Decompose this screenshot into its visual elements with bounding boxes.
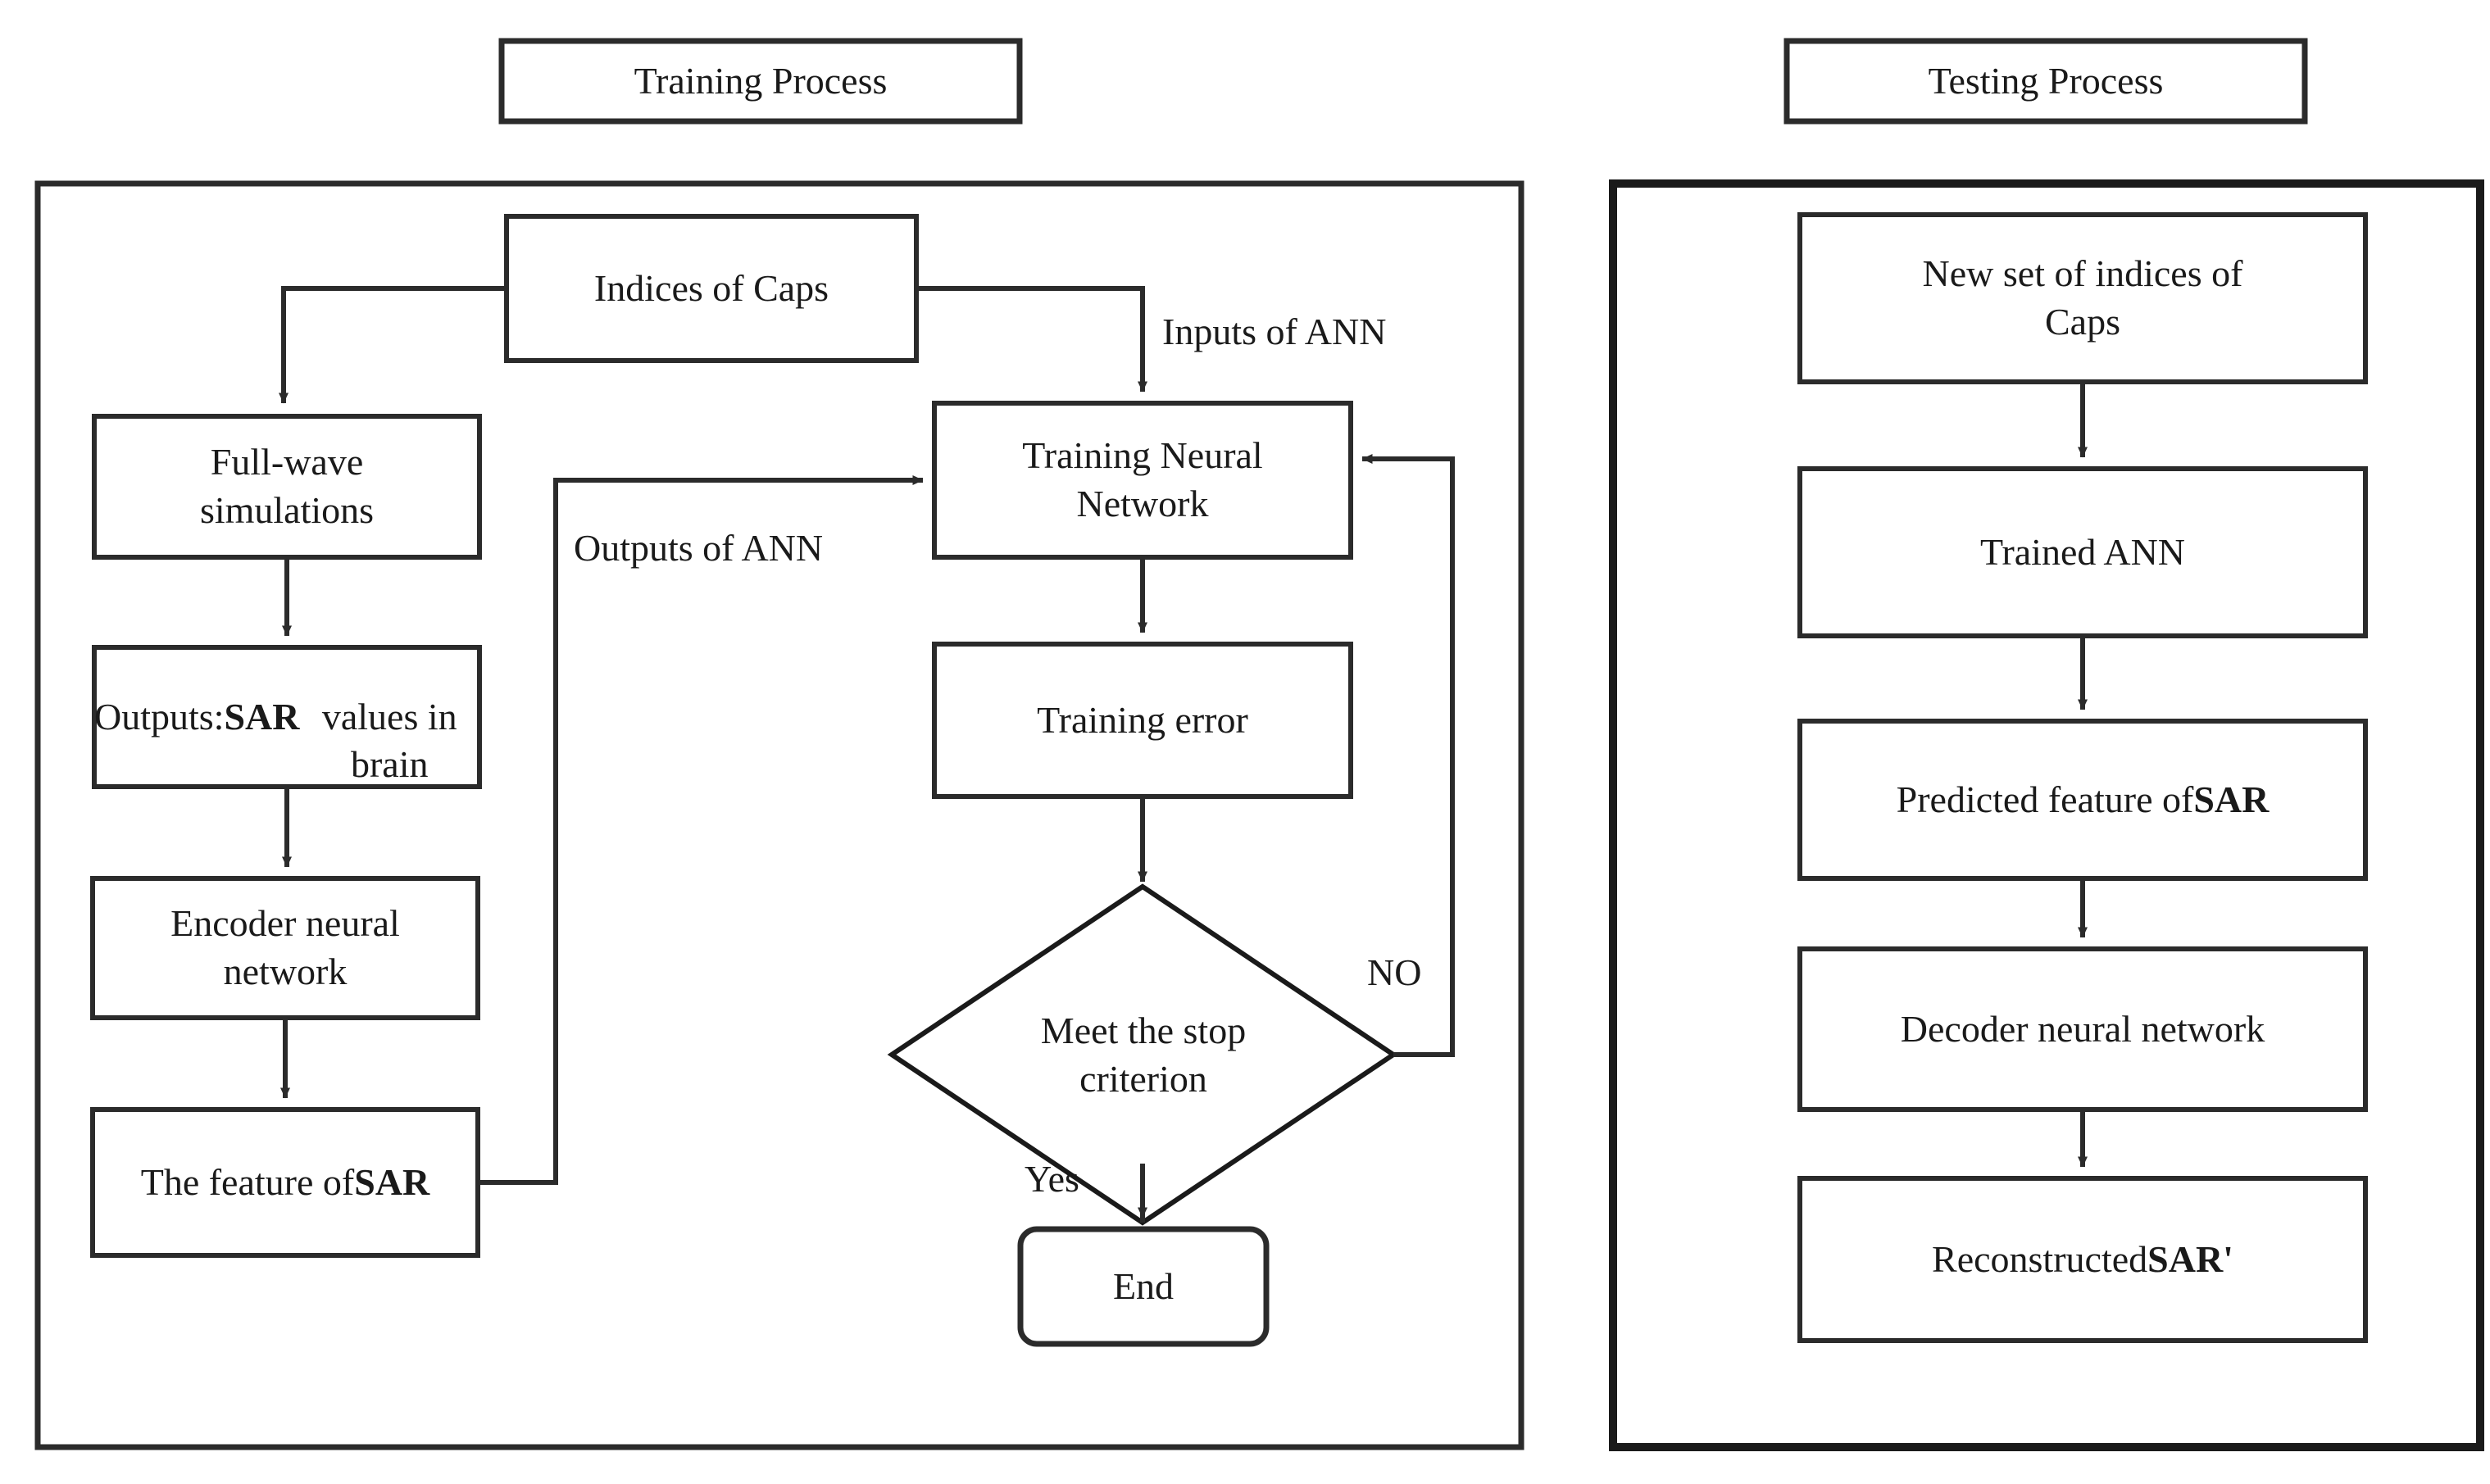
edge-label-yes: Yes: [1025, 1158, 1079, 1200]
edge-label-inputs-of-ann: Inputs of ANN: [1162, 311, 1387, 352]
edge-label-outputs-of-ann: Outputs of ANN: [574, 527, 824, 569]
node-training-error: [932, 642, 1353, 799]
edge-label-no: NO: [1367, 951, 1422, 993]
edge-indices-to-fullwave: [279, 286, 507, 404]
node-end: [1017, 1226, 1270, 1347]
node-outputs-sar-values: [92, 645, 482, 789]
edge-decision-no-loop: [1361, 454, 1455, 1057]
node-indices-of-caps: [504, 214, 919, 363]
node-the-feature-of-sar: [90, 1107, 480, 1258]
node-decoder-neural-network: [1797, 946, 2368, 1112]
node-predicted-feature-of-sar: [1797, 719, 2368, 881]
testing-process-header-box: [1783, 38, 2308, 125]
node-trained-ann: [1797, 466, 2368, 638]
edge-indices-to-training-nn: [916, 286, 1147, 393]
node-training-neural-network: [932, 401, 1353, 560]
training-process-header-box: [498, 38, 1023, 125]
edge-feature-to-training-nn: [478, 475, 924, 1185]
node-new-set-of-indices: [1797, 212, 2368, 384]
node-full-wave-simulations: [92, 414, 482, 560]
node-reconstructed-sar: [1797, 1176, 2368, 1343]
node-encoder-neural-network: [90, 876, 480, 1020]
